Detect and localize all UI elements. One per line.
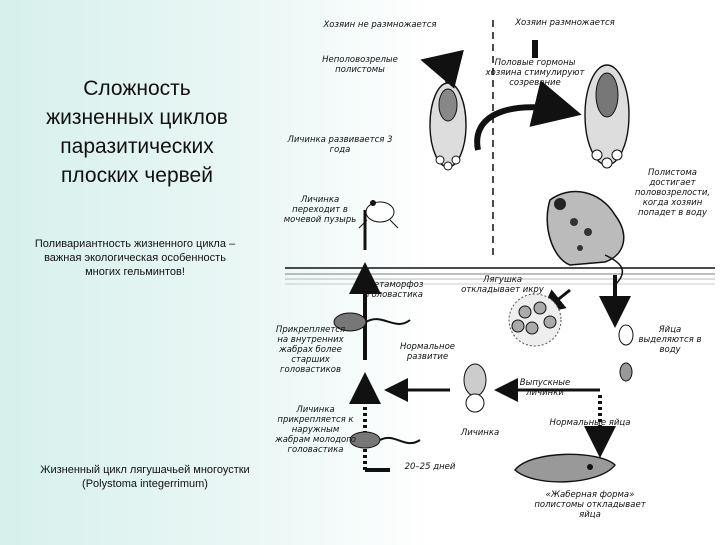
gill-tadpole-icon (514, 453, 616, 483)
label-host-reproducing: Хозяин размножается (515, 18, 615, 28)
text-panel: Сложность жизненных циклов паразитически… (0, 0, 270, 540)
label-metamorphosis: Метаморфоз головастика (366, 280, 424, 300)
label-larva-to-bladder: Личинка переходит в мочевой пузырь (283, 195, 357, 225)
label-larva-hatches: Выпускные личинки (519, 378, 571, 398)
label-normal-eggs: Нормальные яйца (549, 418, 631, 428)
slide-title: Сложность жизненных циклов паразитически… (46, 77, 228, 187)
label-frog-lays-eggs: Лягушка откладывает икру (461, 275, 544, 295)
label-gill-form: «Жаберная форма» полистомы откладывает я… (534, 490, 646, 520)
life-cycle-diagram: Хозяин не размножается Хозяин размножает… (270, 0, 720, 540)
mature-polystome-icon (584, 64, 630, 169)
tadpole-icon (333, 312, 411, 332)
larva-icon (463, 363, 487, 413)
adult-frog-icon (546, 190, 625, 286)
label-attaches-external-gills: Личинка прикрепляется к наружным жабрам … (275, 405, 356, 455)
young-tadpole-icon (349, 431, 421, 449)
label-host-hormones: Половые гормоны хозяина стимулируют созр… (485, 58, 585, 88)
label-immature-polystomes: Неполовозрелые полистомы (322, 55, 398, 75)
young-frog-icon (358, 200, 399, 229)
immature-polystome-icon (429, 82, 467, 171)
label-attaches-internal-gills: Прикрепляется на внутренних жабрах более… (275, 325, 346, 375)
diagram-drawing (285, 20, 715, 483)
label-polystome-matures: Полистома достигает половозрелости, когд… (634, 168, 711, 218)
polystome-egg-icon (618, 324, 634, 382)
label-eggs-into-water: Яйца выделяются в воду (638, 325, 702, 355)
label-normal-development: Нормальное развитие (399, 342, 456, 362)
figure-caption: Жизненный цикл лягушачьей многоустки (Po… (40, 464, 250, 490)
cycle-arrows (349, 262, 631, 472)
slide-subtitle: Поливариантность жизненного цикла – важн… (34, 238, 236, 278)
label-host-not-reproducing: Хозяин не размножается (323, 20, 437, 30)
label-days: 20–25 дней (404, 462, 456, 472)
label-larva-in-bladder: Личинка развивается 3 года (287, 135, 393, 155)
frog-eggs-icon (508, 293, 562, 347)
label-larva: Личинка (460, 428, 500, 438)
